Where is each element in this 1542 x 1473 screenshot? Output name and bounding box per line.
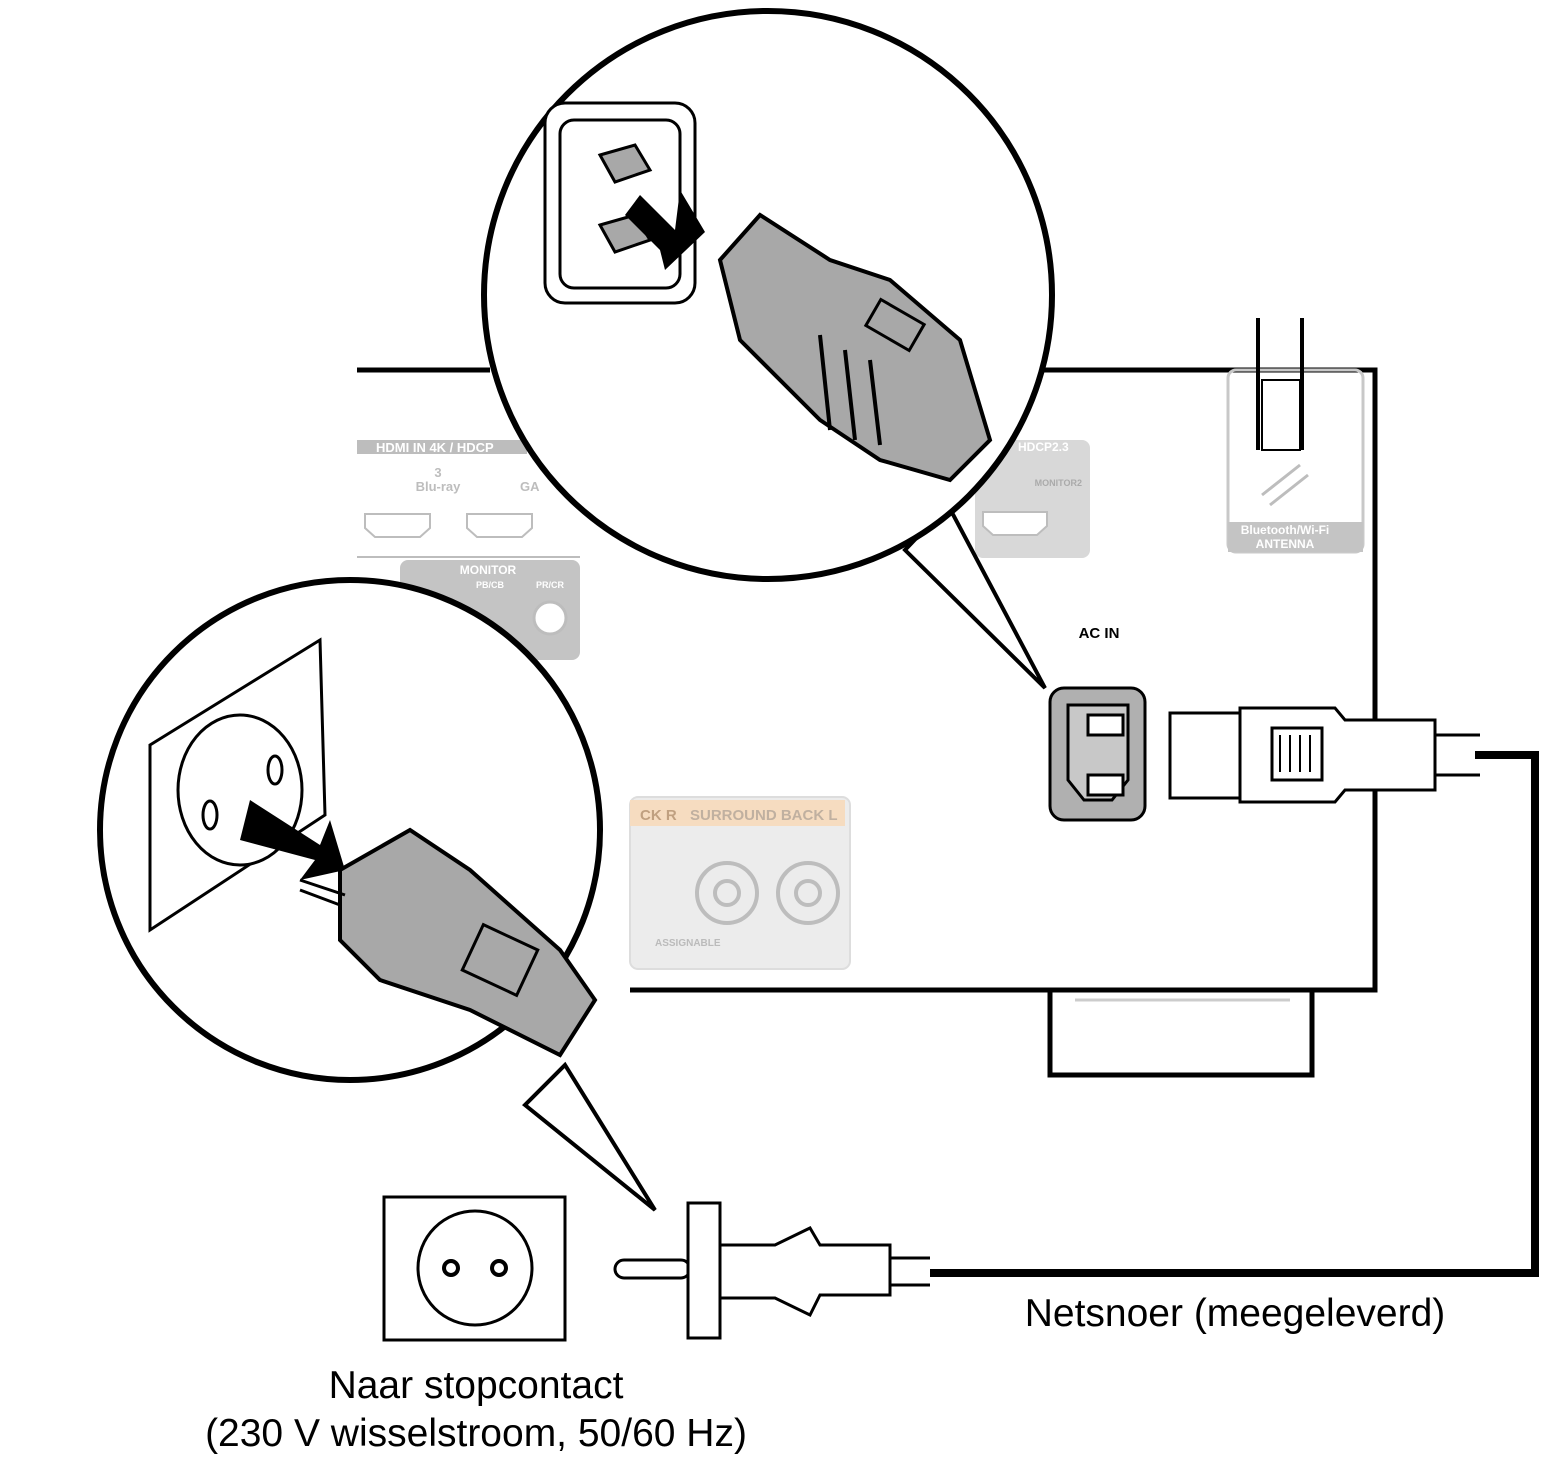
schuko-plug-icon	[613, 1201, 930, 1340]
monitor2-label: MONITOR2	[1035, 478, 1082, 488]
surround-back-l-label: SURROUND BACK L	[690, 807, 838, 824]
iec-plug-icon	[1168, 706, 1480, 804]
ac-inlet-icon	[1048, 686, 1147, 822]
hdmi-3-label: 3	[434, 465, 441, 480]
monitor-label: MONITOR	[460, 563, 517, 577]
pr-cr-label: PR/CR	[536, 580, 565, 590]
outlet-caption-line1: Naar stopcontact	[329, 1364, 624, 1407]
magnified-inlet-view	[481, 8, 1055, 690]
hdmi-3-name: Blu-ray	[416, 479, 462, 494]
wall-outlet-icon	[382, 1195, 567, 1342]
hdmi-port-monitor2	[982, 511, 1048, 536]
assignable-label: ASSIGNABLE	[655, 938, 721, 949]
outlet-caption-line2: (230 V wisselstroom, 50/60 Hz)	[205, 1412, 747, 1455]
surround-back-r-label: CK R	[640, 807, 677, 824]
hdmi-game-label: GA	[520, 479, 540, 494]
hdmi-header-label: HDMI IN 4K / HDCP	[376, 440, 494, 455]
hdmi-port-3	[364, 513, 431, 538]
monitor2-section: HDCP2.3 MONITOR2	[975, 440, 1090, 558]
ac-in-label: AC IN	[1079, 625, 1120, 642]
antenna-section: Bluetooth/Wi-Fi ANTENNA	[1226, 318, 1365, 554]
pb-cb-label: PB/CB	[476, 580, 505, 590]
speaker-terminal-plus	[695, 861, 759, 925]
power-cord-caption: Netsnoer (meegeleverd)	[1025, 1292, 1446, 1335]
magnified-outlet-view	[97, 577, 657, 1212]
hdcp23-label: HDCP2.3	[1018, 440, 1069, 454]
speaker-terminal-minus	[776, 861, 840, 925]
receiver-rear-panel	[357, 367, 1378, 1078]
surround-back-section: CK R SURROUND BACK L ASSIGNABLE	[629, 796, 851, 970]
hdmi-section: HDMI IN 4K / HDCP 3 Blu-ray GA MONITOR P…	[357, 440, 580, 660]
antenna-label-2: ANTENNA	[1256, 537, 1315, 551]
hdmi-port-game	[466, 513, 533, 538]
pr-cr-jack	[532, 600, 568, 636]
antenna-label-1: Bluetooth/Wi-Fi	[1241, 523, 1330, 537]
insert-arrow-icon	[625, 190, 705, 270]
power-cord	[930, 751, 1539, 1277]
